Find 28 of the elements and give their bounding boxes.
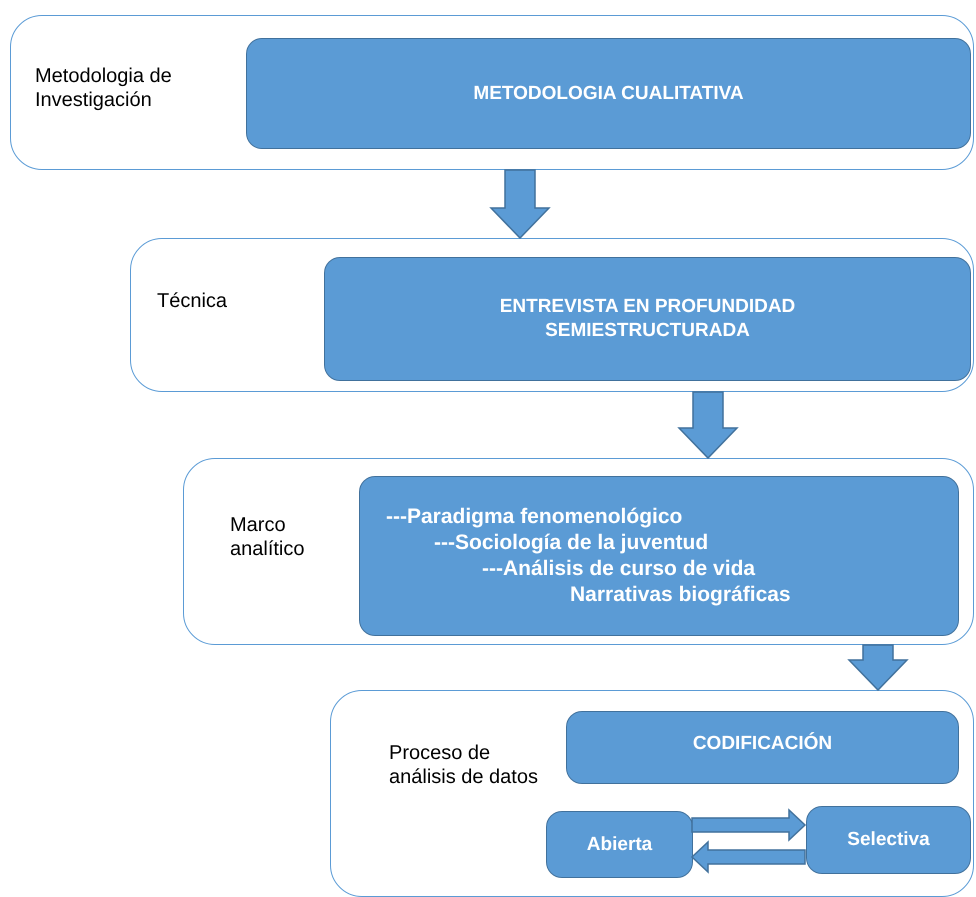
section-label: Técnica: [157, 289, 228, 313]
block-arrow: [489, 169, 551, 240]
block-arrow: [690, 840, 806, 874]
process-box: [566, 711, 959, 784]
box-label: CODIFICACIÓN: [692, 732, 834, 756]
process-box: [546, 811, 693, 878]
list-item: ---Paradigma fenomenológico: [386, 504, 682, 530]
process-box: [359, 476, 959, 636]
section-label: Marco analítico: [230, 513, 306, 561]
list-item: Narrativas biográficas: [570, 582, 791, 608]
section-box: [183, 458, 974, 645]
section-label: Proceso de análisis de datos: [389, 741, 539, 789]
box-label: METODOLOGIA CUALITATIVA: [472, 82, 745, 106]
section-label: Metodologia de Investigación: [35, 64, 173, 112]
block-arrow: [847, 644, 909, 692]
section-box: [10, 15, 974, 170]
list-item: ---Sociología de la juventud: [434, 530, 708, 556]
process-box: [806, 806, 971, 874]
box-label: Selectiva: [846, 828, 931, 852]
block-arrow: [691, 808, 806, 842]
process-box: [324, 257, 971, 381]
section-box: [330, 690, 974, 897]
list-item: ---Análisis de curso de vida: [482, 556, 756, 582]
box-label: ENTREVISTA EN PROFUNDIDAD SEMIESTRUCTURADA: [498, 295, 796, 343]
process-box: [246, 38, 971, 149]
block-arrow: [677, 391, 739, 460]
section-box: [130, 238, 974, 392]
box-label: Abierta: [586, 832, 654, 856]
